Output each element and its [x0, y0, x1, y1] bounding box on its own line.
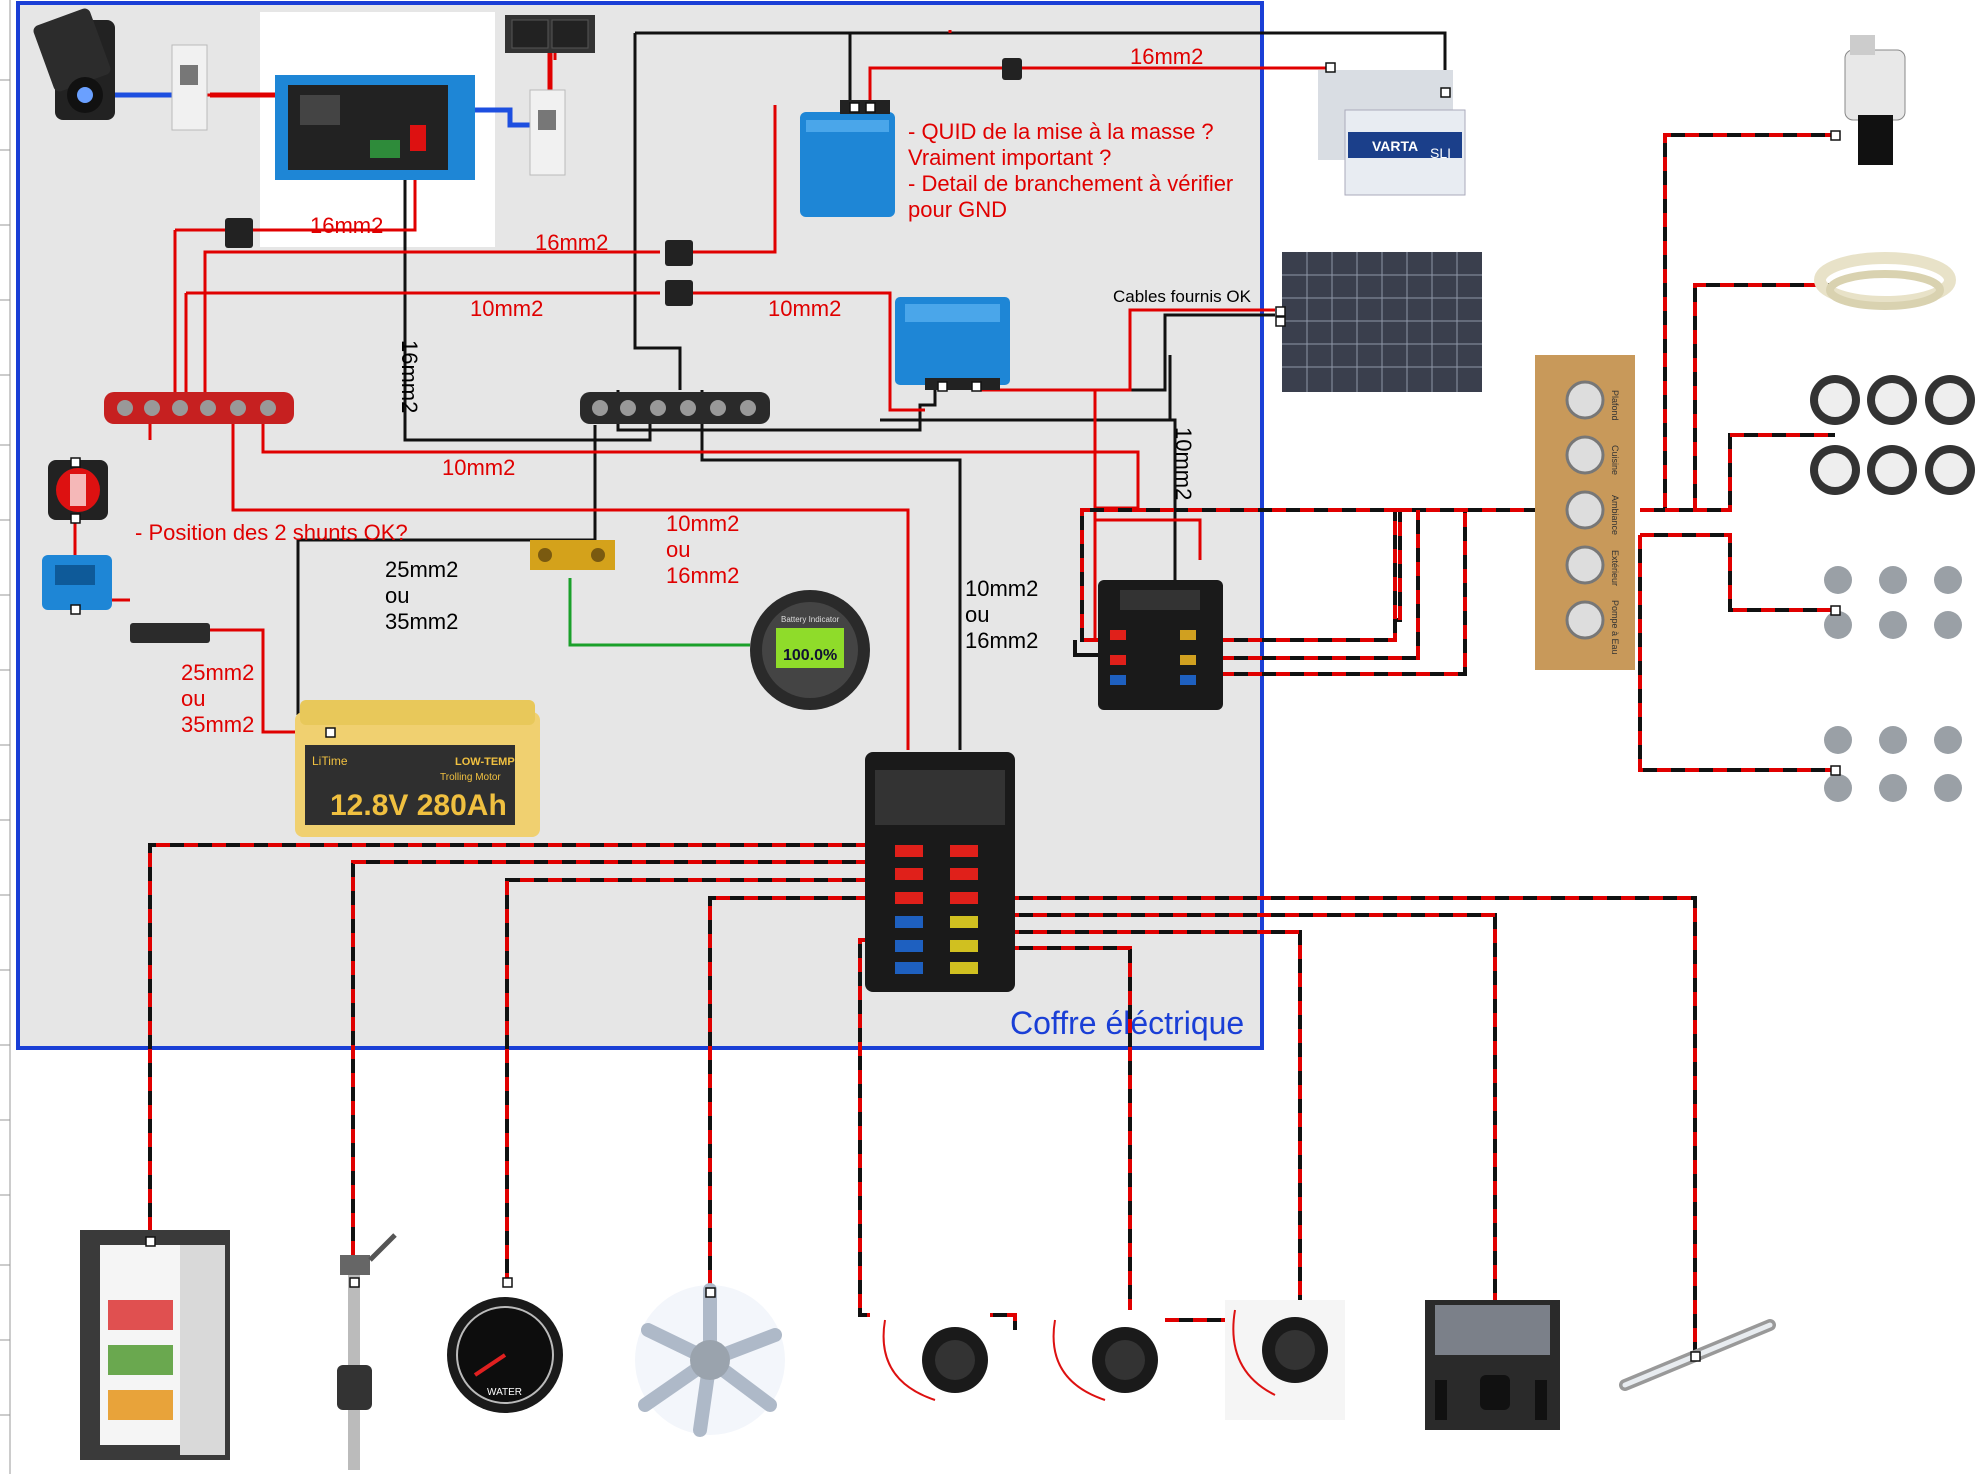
switch-label-2: Cuisine	[1610, 445, 1620, 475]
battery-model: 12.8V 280Ah	[330, 789, 507, 822]
label-w-vertical-16: 16mm2	[397, 340, 422, 413]
fuse-box-icon	[865, 752, 1015, 992]
shore-inlet-icon	[33, 8, 115, 120]
mppt-controller-icon	[895, 297, 1010, 390]
switch-label-5: Pompe à Eau	[1610, 600, 1620, 655]
note-ground-1: - QUID de la mise à la masse ?	[908, 119, 1214, 144]
battery-tag: LOW-TEMP	[455, 756, 515, 768]
shower-icon	[1425, 1300, 1560, 1430]
label-w-fuse-c: 16mm2	[965, 628, 1038, 653]
label-w-battery-top: 16mm2	[1130, 44, 1203, 69]
label-w-bat-b: ou	[181, 686, 205, 711]
label-w-bat-c: 35mm2	[181, 712, 254, 737]
busbar-positive-icon	[104, 392, 294, 424]
label-w-charger-fuse: 16mm2	[535, 230, 608, 255]
breaker-icon	[171, 44, 208, 131]
inverter-charger-icon	[275, 75, 475, 180]
fuse-holder-icon	[130, 58, 1022, 643]
shunt-icon	[530, 540, 615, 570]
label-w-shunt-c: 35mm2	[385, 609, 458, 634]
varta-logo: VARTA	[1372, 138, 1418, 154]
fridge-icon	[80, 1230, 230, 1460]
usb-socket-icon	[870, 1310, 990, 1425]
battery-brand: LiTime	[312, 754, 348, 768]
label-w-shunt-b: ou	[385, 583, 409, 608]
label-w-bat-a: 25mm2	[181, 660, 254, 685]
monitor-title: Battery Indicator	[781, 615, 840, 624]
label-w-shunt-a: 25mm2	[385, 557, 458, 582]
switch-panel-icon: Plafond Cuisine Ambiance Extérieur Pompe…	[1535, 355, 1635, 670]
shunt-icon	[42, 555, 112, 610]
label-w-fuse-b: ou	[965, 602, 989, 627]
label-w-fuse-a: 10mm2	[965, 576, 1038, 601]
spotlight-icon	[1824, 566, 1962, 639]
solar-panel-icon	[1282, 252, 1482, 392]
label-w-mid-c: 16mm2	[666, 563, 739, 588]
note-ground-4: pour GND	[908, 197, 1007, 222]
page-ruler	[0, 0, 11, 1474]
switch-label-3: Ambiance	[1610, 495, 1620, 535]
led-strip-icon	[1814, 252, 1956, 310]
wire-labels: 16mm2 16mm2 16mm2 10mm2 10mm2 16mm2 10mm…	[181, 44, 1252, 737]
electrical-box	[16, 1, 1264, 1050]
notes: - QUID de la mise à la masse ? Vraiment …	[135, 119, 1233, 545]
label-w-neg-to-bus: 10mm2	[442, 455, 515, 480]
battery-switch-icon	[48, 460, 108, 520]
wires	[73, 30, 1835, 1355]
fuse-box-icon	[1098, 580, 1223, 710]
switch-label-1: Plafond	[1610, 390, 1620, 421]
charger-booster-icon	[800, 100, 895, 217]
battery-tag2: Trolling Motor	[440, 772, 501, 783]
switch-label-4: Extérieur	[1610, 550, 1620, 586]
box-title: Coffre éléctrique	[1010, 1005, 1244, 1041]
varta-sub: SLI	[1430, 145, 1451, 161]
label-w-mppt-left: 10mm2	[470, 296, 543, 321]
usb-socket-icon	[1045, 1310, 1165, 1425]
water-pump-icon	[1844, 35, 1906, 165]
spotlight-icon	[1810, 375, 1975, 495]
label-w-mid-b: ou	[666, 537, 690, 562]
note-ground-3: - Detail de branchement à vérifier	[908, 171, 1233, 196]
fan-icon	[635, 1283, 785, 1437]
connector-markers	[70, 62, 1841, 1362]
busbar-negative-icon	[580, 392, 770, 424]
label-w-mppt-right: 10mm2	[768, 296, 841, 321]
breaker-icon	[529, 89, 566, 176]
starter-batteries-icon: VARTA SLI	[1318, 70, 1466, 196]
note-ground-2: Vraiment important ?	[908, 145, 1111, 170]
water-gauge-icon: WATER	[447, 1297, 563, 1413]
gauge-label: WATER	[487, 1387, 522, 1398]
monitor-value: 100.0%	[783, 647, 837, 664]
battery-monitor-icon: Battery Indicator 100.0%	[750, 590, 870, 710]
spotlight-icon	[1824, 726, 1962, 802]
label-w-right-vertical: 10mm2	[1171, 427, 1196, 500]
usb-socket-icon	[1225, 1300, 1345, 1420]
label-solar-note: Cables fournis OK	[1113, 287, 1252, 306]
label-w-inverter-fuse: 16mm2	[310, 213, 383, 238]
label-w-mid-a: 10mm2	[666, 511, 739, 536]
socket-outlet-icon	[505, 15, 595, 53]
note-shunt: - Position des 2 shunts OK?	[135, 520, 408, 545]
water-sensor-icon	[337, 1233, 397, 1470]
lithium-battery-icon: LiTime 12.8V 280Ah LOW-TEMP Trolling Mot…	[295, 700, 540, 837]
